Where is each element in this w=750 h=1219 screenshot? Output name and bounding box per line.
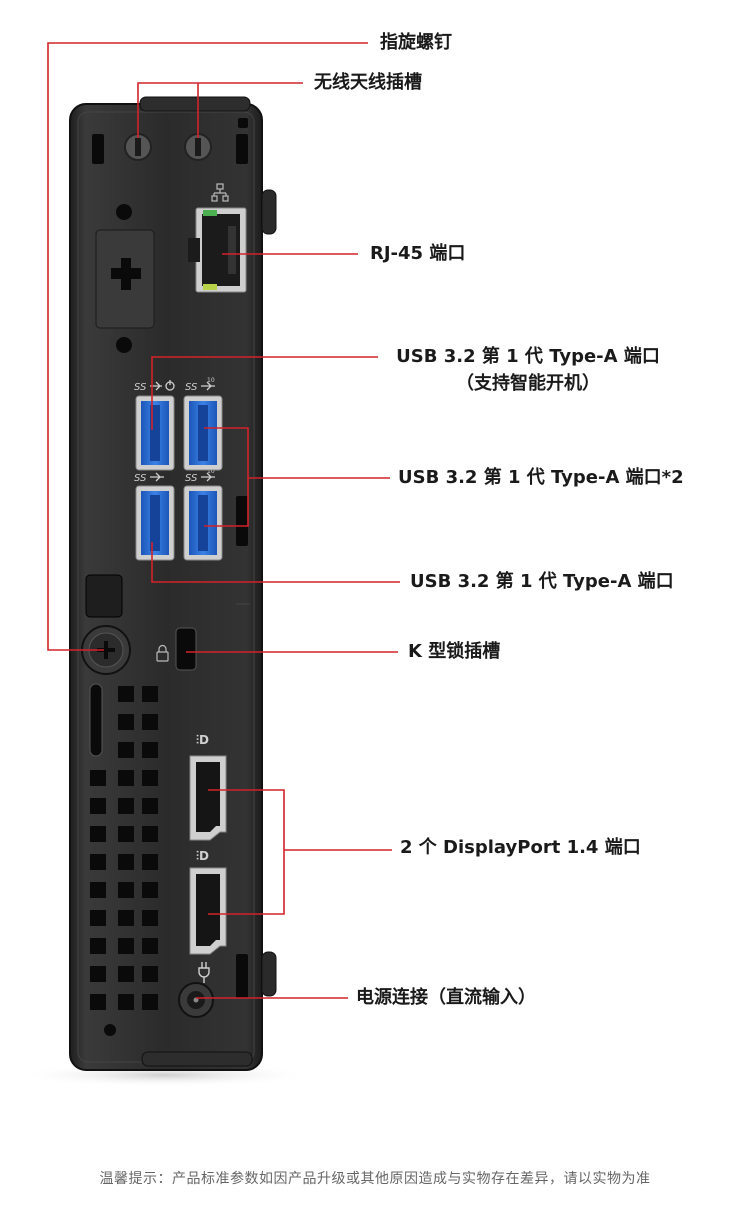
usb-port xyxy=(135,395,175,471)
k-lock-slot xyxy=(175,627,197,671)
callout-lines xyxy=(47,42,400,999)
vent-slot xyxy=(236,954,248,998)
label-displayport: 2 个 DisplayPort 1.4 端口 xyxy=(400,837,641,858)
label-power: 电源连接（直流输入） xyxy=(356,987,536,1008)
label-usb-poweron-line2: （支持智能开机） xyxy=(456,373,600,394)
hole xyxy=(116,204,132,220)
usb-port xyxy=(183,485,223,561)
usb-port xyxy=(135,485,175,561)
svg-text:10: 10 xyxy=(207,377,215,384)
label-k-lock: K 型锁插槽 xyxy=(408,641,501,662)
lock-icon xyxy=(156,644,169,662)
svg-text:10: 10 xyxy=(207,468,215,475)
displayport-icon: ⫶D xyxy=(196,849,209,863)
vent-slot xyxy=(92,134,104,164)
thumbscrew-bracket xyxy=(85,574,123,618)
side-foot-bottom xyxy=(261,951,277,997)
label-thumbscrew: 指旋螺钉 xyxy=(380,32,452,53)
label-antenna-slot: 无线天线插槽 xyxy=(314,72,422,93)
vent-slot xyxy=(238,118,248,128)
hole xyxy=(116,337,132,353)
svg-text:SS: SS xyxy=(185,382,198,393)
label-usb-poweron-line1: USB 3.2 第 1 代 Type-A 端口 xyxy=(396,346,660,367)
ss-usb-icon: SS xyxy=(134,472,164,484)
svg-text:SS: SS xyxy=(134,382,147,393)
rj45-led-top xyxy=(203,210,217,216)
vent-slot xyxy=(236,496,248,546)
footer-disclaimer: 温馨提示：产品标准参数如因产品升级或其他原因造成与实物存在差异，请以实物为准 xyxy=(99,1171,651,1187)
usb-port xyxy=(183,395,223,471)
label-usb-single: USB 3.2 第 1 代 Type-A 端口 xyxy=(410,571,674,592)
ss-usb-icon: SS 10 xyxy=(185,377,215,393)
cable-hook xyxy=(89,683,103,757)
ss-usb-icon: SS 10 xyxy=(185,468,215,484)
displayport-icon: ⫶D xyxy=(196,733,209,747)
network-icon xyxy=(211,183,229,202)
bottom-handle xyxy=(141,1051,253,1067)
hole xyxy=(104,1024,116,1036)
side-foot-top xyxy=(261,189,277,235)
vent-slot xyxy=(236,134,248,164)
label-rj45: RJ-45 端口 xyxy=(370,243,466,264)
rj45-led-bottom xyxy=(203,284,217,290)
svg-text:SS: SS xyxy=(134,473,147,484)
label-usb-x2: USB 3.2 第 1 代 Type-A 端口*2 xyxy=(398,467,684,488)
plug-icon xyxy=(198,962,210,983)
svg-text:SS: SS xyxy=(185,473,198,484)
vent-grid xyxy=(90,686,158,1010)
top-handle xyxy=(139,96,251,112)
